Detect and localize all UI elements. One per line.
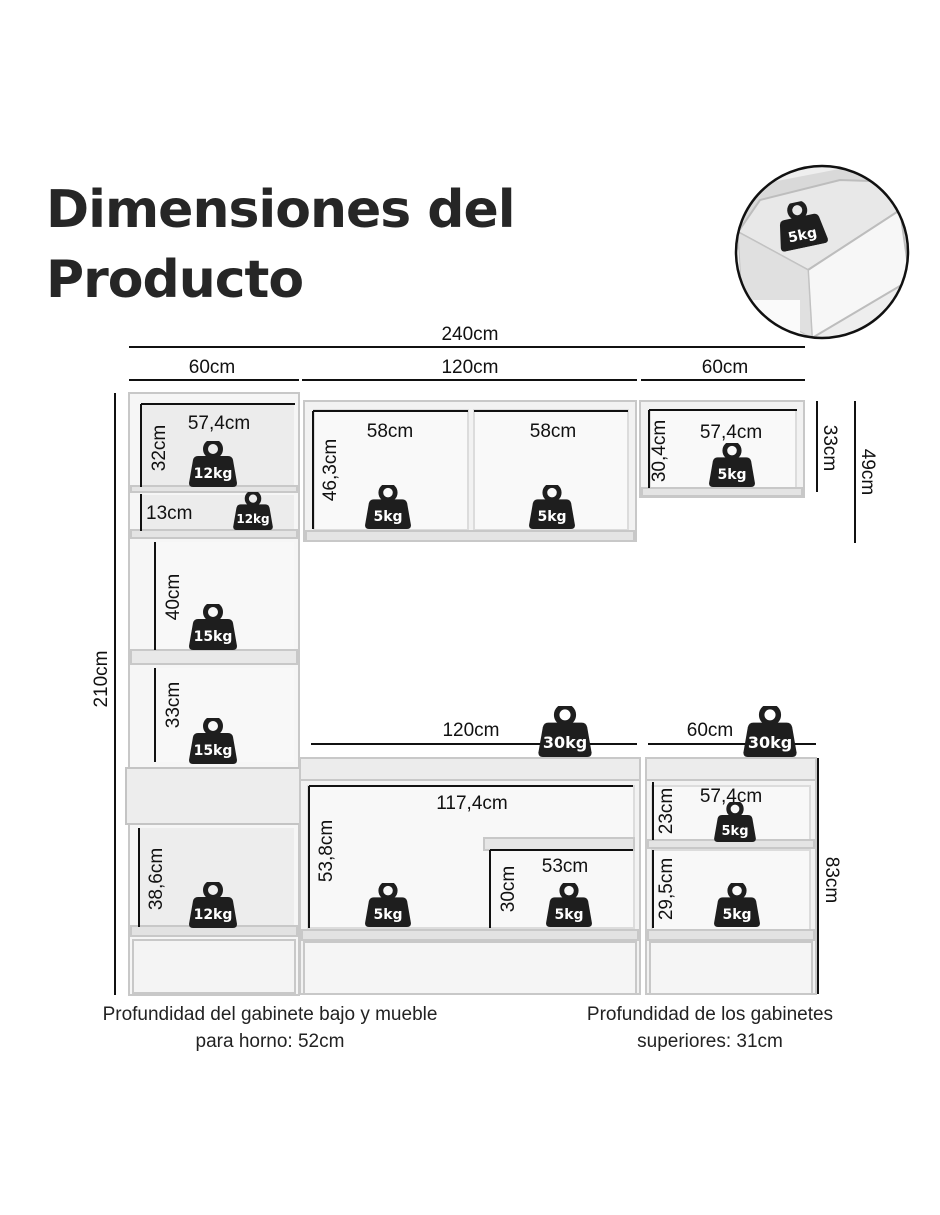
weight-icon: 15kg: [189, 605, 237, 651]
base-right-bottom-height-label: 29,5cm: [656, 858, 677, 920]
dimension-labels: 240cm 60cm 120cm 60cm 210cm 49cm 33cm 83…: [91, 324, 878, 920]
weight-icons: 12kg 12kg 15kg 15kg 12kg 5kg 5kg 5kg 30k…: [189, 442, 797, 929]
weight-icon: 12kg: [189, 442, 237, 488]
height-upper-right-outer-label: 49cm: [857, 449, 878, 495]
base-inner-width-label: 53cm: [542, 856, 588, 877]
tall-shelf1-width-label: 57,4cm: [188, 413, 250, 434]
load-label: 5kg: [373, 509, 402, 525]
height-upper-right-inner-label: 33cm: [819, 425, 840, 471]
drawer-inset: 5kg: [734, 164, 910, 340]
tall-shelf3-height-label: 40cm: [163, 574, 184, 620]
height-base-right-label: 83cm: [821, 857, 842, 903]
cabinet-drawing: [125, 392, 817, 996]
weight-icon: 5kg: [714, 802, 756, 842]
base-middle-height-label: 53,8cm: [316, 820, 337, 882]
load-label: 5kg: [722, 907, 751, 923]
tall-unit: [125, 392, 301, 996]
load-label: 12kg: [194, 907, 233, 923]
weight-icon: 30kg: [743, 707, 796, 757]
load-label: 15kg: [194, 743, 233, 759]
upper-right-height-label: 30,4cm: [649, 420, 670, 482]
countertop-middle-width-label: 120cm: [442, 720, 499, 741]
load-label: 30kg: [543, 733, 587, 752]
load-label: 15kg: [194, 629, 233, 645]
countertop-right-width-label: 60cm: [687, 720, 733, 741]
weight-icon: 12kg: [189, 883, 237, 929]
height-total-label: 210cm: [91, 650, 112, 707]
tall-bottom-height-label: 38,6cm: [146, 848, 167, 910]
base-inner-height-label: 30cm: [498, 866, 519, 912]
title-line-1: Dimensiones del: [46, 180, 516, 240]
base-right-top-height-label: 23cm: [656, 788, 677, 834]
load-label: 12kg: [236, 512, 269, 526]
base-middle-width-label: 117,4cm: [436, 793, 507, 814]
width-total-label: 240cm: [441, 324, 498, 345]
load-label: 12kg: [194, 466, 233, 482]
width-upper-right-label: 60cm: [702, 357, 748, 378]
upper-right-compartment-width-label: 58cm: [530, 421, 576, 442]
load-label: 5kg: [537, 509, 566, 525]
tall-shelf4-height-label: 33cm: [163, 682, 184, 728]
weight-icon: 5kg: [546, 883, 592, 927]
load-label: 5kg: [722, 824, 749, 839]
weight-icon: 30kg: [538, 707, 591, 757]
upper-right-cabinet: [639, 400, 805, 498]
load-label: 5kg: [373, 907, 402, 923]
width-upper-middle-label: 120cm: [441, 357, 498, 378]
base-right-width-label: 57,4cm: [700, 786, 762, 807]
load-label: 5kg: [554, 907, 583, 923]
title-line-2: Producto: [46, 250, 304, 310]
load-label: 30kg: [748, 733, 792, 752]
weight-icon: 15kg: [189, 719, 237, 765]
dimension-lines: [114, 346, 856, 995]
upper-middle-cabinet: [303, 400, 637, 542]
weight-icon: 5kg: [772, 198, 828, 252]
weight-icon: 5kg: [365, 883, 411, 927]
load-label: 5kg: [787, 225, 819, 247]
weight-icon: 5kg: [529, 485, 575, 529]
depth-note-upper: Profundidad de los gabinetes superiores:…: [586, 1004, 834, 1052]
upper-right-width-label: 57,4cm: [700, 422, 762, 443]
depth-note-base: Profundidad del gabinete bajo y mueble p…: [102, 1004, 438, 1052]
weight-icon: 5kg: [714, 883, 760, 927]
load-label: 5kg: [717, 467, 746, 483]
tall-shelf1-height-label: 32cm: [149, 425, 170, 471]
page-title: Dimensiones del Producto: [46, 175, 516, 315]
upper-left-width-label: 58cm: [367, 421, 413, 442]
weight-icon: 5kg: [365, 485, 411, 529]
width-tall-unit-label: 60cm: [189, 357, 235, 378]
upper-middle-height-label: 46,3cm: [320, 439, 341, 501]
weight-icon: 12kg: [233, 492, 273, 530]
weight-icon: 5kg: [709, 443, 755, 487]
tall-shelf2-height-label: 13cm: [146, 503, 192, 524]
